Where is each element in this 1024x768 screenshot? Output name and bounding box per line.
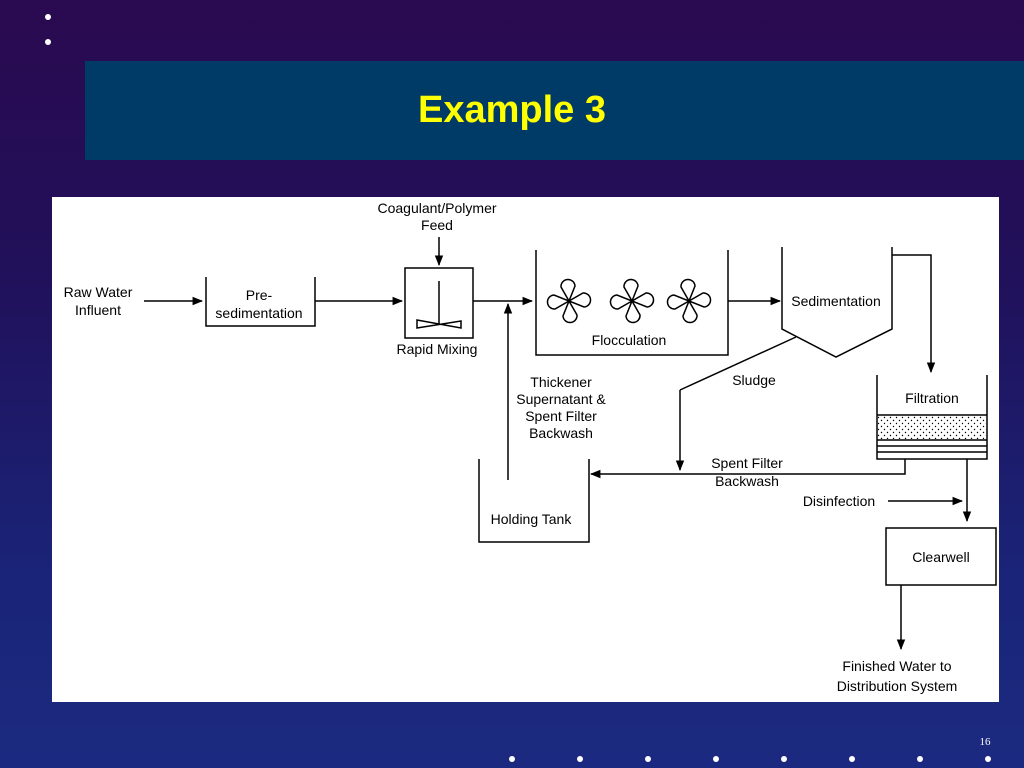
thickener-supernatant-label: Spent Filter — [525, 408, 597, 424]
filtration-unit — [876, 375, 988, 460]
decor-dot — [509, 756, 515, 762]
pre-sedimentation-label: sedimentation — [215, 305, 302, 321]
coagulant-feed-label: Coagulant/Polymer — [377, 200, 496, 216]
sedimentation-basin — [781, 247, 893, 358]
rapid-mixing-tank — [404, 267, 474, 339]
spent-backwash-to-holding-arrow — [589, 459, 906, 479]
decor-dot — [985, 756, 991, 762]
slide-title: Example 3 — [418, 89, 606, 131]
finished-water-label: Finished Water to — [842, 658, 951, 674]
clearwell-box — [885, 527, 997, 586]
raw-water-label: Raw Water — [64, 284, 133, 300]
flocculator-paddle-icon — [609, 278, 655, 324]
holding-tank — [478, 459, 590, 543]
spent-filter-backwash-label: Spent Filter — [711, 455, 783, 471]
thickener-supernatant-label: Backwash — [529, 425, 593, 441]
sedimentation-to-filtration-arrow — [892, 254, 936, 374]
flocculator-paddle-icon — [666, 278, 712, 324]
clearwell-label: Clearwell — [912, 549, 970, 565]
filtration-label: Filtration — [905, 390, 959, 406]
decor-dot — [713, 756, 719, 762]
disinfection-label: Disinfection — [803, 493, 875, 509]
decor-dot — [917, 756, 923, 762]
mixer-impeller-icon — [416, 319, 462, 329]
decor-dot — [781, 756, 787, 762]
sludge-label: Sludge — [732, 372, 776, 388]
filter-sand-media — [878, 416, 986, 439]
title-band: Example 3 — [85, 61, 1024, 160]
pre-sedimentation-label: Pre- — [246, 287, 273, 303]
sludge-line — [679, 336, 797, 391]
page-number: 16 — [979, 736, 991, 748]
decor-dot — [645, 756, 651, 762]
flocculation-label: Flocculation — [592, 332, 667, 348]
thickener-supernatant-label: Thickener — [530, 374, 592, 390]
influent-label: Influent — [75, 302, 121, 318]
holding-tank-label: Holding Tank — [491, 511, 573, 527]
sedimentation-label: Sedimentation — [791, 293, 881, 309]
decor-dot — [45, 39, 51, 45]
process-flow-diagram: Raw Water Influent Pre- sedimentation Co… — [52, 197, 999, 702]
thickener-supernatant-label: Supernatant & — [516, 391, 606, 407]
decor-dot — [577, 756, 583, 762]
spent-filter-backwash-label: Backwash — [715, 473, 779, 489]
decor-dot — [849, 756, 855, 762]
flocculation-basin — [535, 250, 729, 356]
diagram-canvas: Raw Water Influent Pre- sedimentation Co… — [64, 200, 997, 694]
finished-water-label: Distribution System — [837, 678, 958, 694]
decor-dot — [45, 14, 51, 20]
coagulant-feed-label: Feed — [421, 217, 453, 233]
rapid-mixing-label: Rapid Mixing — [397, 341, 478, 357]
flocculator-paddle-icon — [546, 278, 592, 324]
